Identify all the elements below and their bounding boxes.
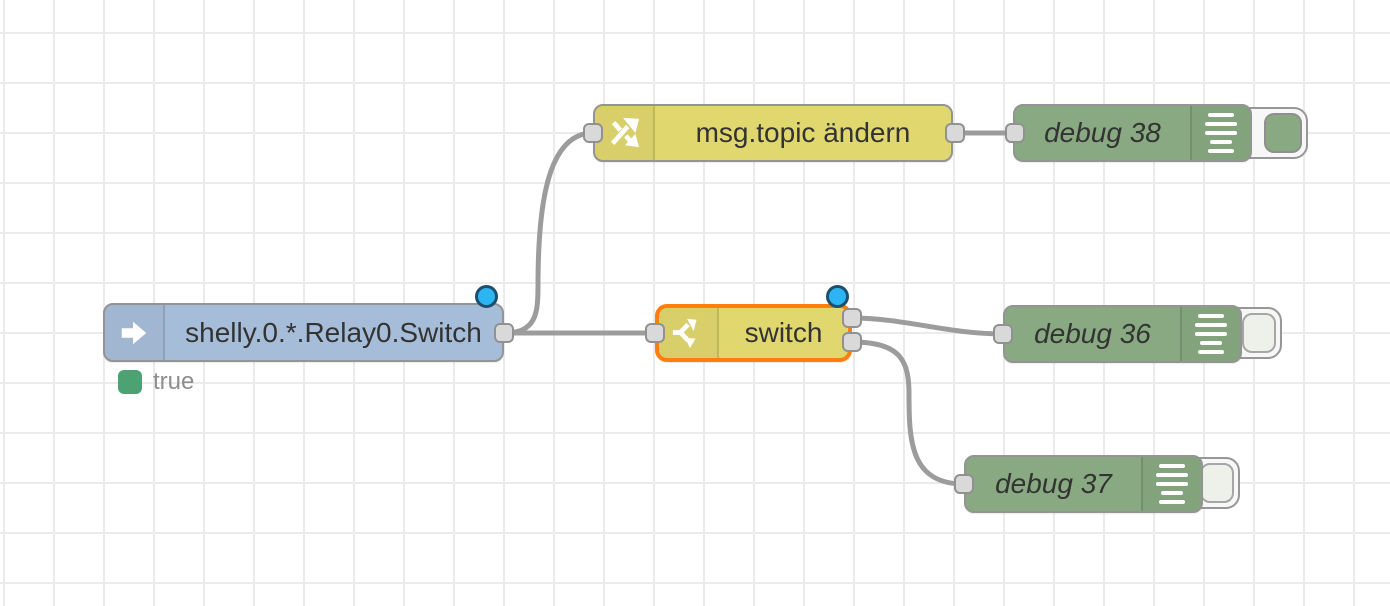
port-switch-output-1[interactable] (842, 308, 862, 328)
debug-lines-icon (1141, 457, 1201, 511)
debug-lines-icon (1190, 106, 1250, 160)
node-label: debug 36 (1034, 318, 1151, 349)
node-shelly-relay-switch[interactable]: shelly.0.*.Relay0.Switch (103, 303, 504, 362)
debug38-toggle-state-on (1264, 113, 1302, 153)
shuffle-arrows-icon (595, 106, 655, 160)
port-change-output[interactable] (945, 123, 965, 143)
port-shelly-output[interactable] (494, 323, 514, 343)
node-label: debug 38 (1044, 117, 1161, 148)
changed-dot-icon (826, 285, 849, 308)
port-switch-output-2[interactable] (842, 332, 862, 352)
node-debug-36[interactable]: debug 36 (1003, 305, 1242, 363)
node-change-msg-topic[interactable]: msg.topic ändern (593, 104, 953, 162)
node-debug-38[interactable]: debug 38 (1013, 104, 1252, 162)
status-text: true (153, 368, 195, 395)
debug-lines-icon (1180, 307, 1240, 361)
node-label: msg.topic ändern (695, 117, 911, 148)
debug37-toggle-state-off (1200, 463, 1234, 503)
node-label: switch (744, 317, 823, 348)
node-status: true (118, 368, 194, 396)
node-label: debug 37 (995, 468, 1112, 499)
port-debug38-input[interactable] (1005, 123, 1025, 143)
debug36-toggle-state-off (1242, 313, 1276, 353)
fork-arrows-icon (659, 308, 719, 358)
node-switch[interactable]: switch (655, 304, 852, 362)
node-label: shelly.0.*.Relay0.Switch (185, 316, 482, 348)
port-switch-input[interactable] (645, 323, 665, 343)
port-debug36-input[interactable] (993, 324, 1013, 344)
node-debug-37[interactable]: debug 37 (964, 455, 1203, 513)
status-square-icon (118, 370, 142, 394)
wire-shelly-to-change[interactable] (501, 130, 596, 336)
arrow-right-icon (105, 305, 165, 360)
port-change-input[interactable] (583, 123, 603, 143)
wire-switch-to-debug36[interactable] (849, 315, 1006, 337)
port-debug37-input[interactable] (954, 474, 974, 494)
changed-dot-icon (475, 285, 498, 308)
wire-switch-to-debug37[interactable] (849, 339, 967, 487)
